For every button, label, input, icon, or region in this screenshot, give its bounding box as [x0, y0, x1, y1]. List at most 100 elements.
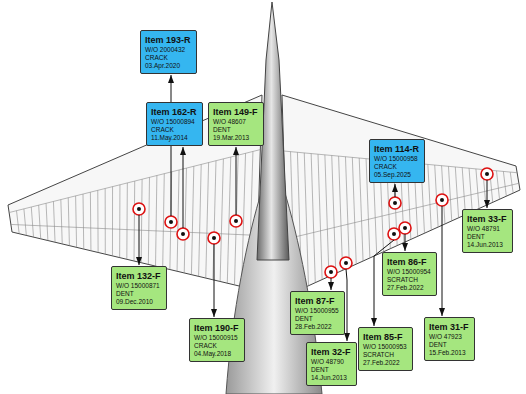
damage-date: 03.Apr.2020 [145, 62, 191, 70]
damage-callout: Item 31-FW/O 47923DENT15.Feb.2013 [424, 317, 475, 361]
marker-dot [403, 226, 407, 230]
rib-line [156, 176, 157, 267]
damage-callout: Item 162-RW/O 15000894CRACK11.May.2014 [146, 102, 203, 146]
damage-type: CRACK [194, 342, 239, 350]
marker-dot [169, 220, 173, 224]
damage-callout: Item 193-RW/O 2000432CRACK03.Apr.2020 [140, 30, 197, 74]
rib-line [220, 159, 223, 282]
damage-type: DENT [467, 233, 507, 241]
item-title: Item 193-R [145, 34, 191, 46]
item-title: Item 149-F [213, 106, 258, 118]
leader-line [442, 206, 443, 316]
damage-date: 14.Jun.2013 [467, 241, 507, 249]
item-title: Item 86-F [387, 256, 431, 268]
right-stabilizer [282, 95, 520, 295]
leader-line [346, 269, 347, 341]
item-title: Item 114-R [374, 143, 419, 155]
item-title: Item 31-F [429, 321, 469, 333]
rib-line [68, 198, 69, 246]
leader-line [487, 180, 488, 208]
item-title: Item 85-F [363, 331, 407, 343]
rib-line [184, 168, 186, 273]
rib-line [345, 157, 349, 267]
rib-line [497, 171, 500, 199]
damage-type: CRACK [374, 163, 419, 171]
damage-date: 11.May.2014 [151, 134, 197, 142]
work-order: W/O 15000915 [194, 334, 239, 342]
rib-line [469, 168, 472, 211]
rib-line [61, 200, 62, 244]
damage-callout: Item 86-FW/O 15000954SCRATCH27.Feb.2022 [382, 252, 437, 296]
rib-line [476, 169, 479, 209]
damage-callout: Item 149-FW/O 48607DENT19.Mar.2013 [208, 102, 264, 146]
rib-line [17, 211, 20, 234]
leader-line [183, 147, 184, 228]
work-order: W/O 15000954 [387, 268, 431, 276]
leader-line [214, 244, 215, 317]
damage-marker [340, 257, 352, 269]
marker-dot [485, 172, 489, 176]
damage-type: CRACK [151, 126, 197, 134]
damage-marker [230, 215, 242, 227]
marker-dot [344, 261, 348, 265]
damage-callout: Item 87-FW/O 15000955DENT28.Feb.2022 [290, 291, 345, 335]
damage-date: 05.Sep.2025 [374, 171, 419, 179]
work-order: W/O 15000958 [374, 155, 419, 163]
rib-line [24, 209, 26, 236]
leader-line [405, 234, 406, 251]
damage-callout: Item 114-RW/O 15000958CRACK05.Sep.2025 [369, 139, 425, 183]
rib-line [428, 164, 431, 230]
work-order: W/O 15000953 [363, 343, 407, 351]
damage-date: 27.Feb.2022 [387, 284, 431, 292]
damage-type: DENT [429, 341, 469, 349]
rib-line [510, 172, 513, 193]
work-order: W/O 2000432 [145, 46, 191, 54]
marker-dot [440, 198, 444, 202]
work-order: W/O 15000894 [151, 118, 197, 126]
rib-line [9, 150, 260, 213]
damage-type: CRACK [145, 54, 191, 62]
item-title: Item 33-F [467, 213, 507, 225]
marker-dot [234, 219, 238, 223]
work-order: W/O 48607 [213, 118, 258, 126]
damage-type: SCRATCH [387, 276, 431, 284]
damage-callout: Item 190-FW/O 15000915CRACK04.May.2018 [189, 318, 245, 362]
rib-line [75, 196, 77, 247]
damage-date: 19.Mar.2013 [213, 134, 258, 142]
damage-date: 09.Dec.2010 [116, 298, 161, 306]
damage-date: 14.Jun.2013 [311, 374, 351, 382]
leader-line [139, 215, 140, 265]
leader-line [395, 184, 396, 197]
work-order: W/O 48791 [467, 225, 507, 233]
damage-marker [389, 197, 401, 209]
damage-marker [325, 266, 337, 278]
damage-type: DENT [311, 366, 351, 374]
item-title: Item 87-F [295, 295, 339, 307]
damage-marker [133, 203, 145, 215]
work-order: W/O 15000871 [116, 282, 161, 290]
rib-line [206, 163, 209, 278]
damage-marker [399, 222, 411, 234]
rib-line [455, 167, 458, 218]
rib-line [304, 153, 308, 286]
rib-line [83, 194, 85, 249]
marker-dot [181, 232, 185, 236]
rib-line [46, 203, 48, 240]
rib-line [31, 207, 33, 237]
rib-line [332, 155, 336, 273]
damage-markers [133, 168, 493, 278]
damage-type: DENT [295, 315, 339, 323]
rib-line [448, 166, 451, 221]
damage-date: 04.May.2018 [194, 350, 239, 358]
damage-marker [208, 232, 220, 244]
rib-line [199, 164, 202, 276]
damage-type: SCRATCH [363, 351, 407, 359]
rib-line [503, 171, 506, 196]
damage-type: DENT [213, 126, 258, 134]
left-stabilizer [8, 95, 262, 290]
leader-line [331, 278, 332, 290]
marker-dot [392, 232, 396, 236]
rib-line [53, 201, 55, 242]
rib-line [163, 174, 165, 268]
